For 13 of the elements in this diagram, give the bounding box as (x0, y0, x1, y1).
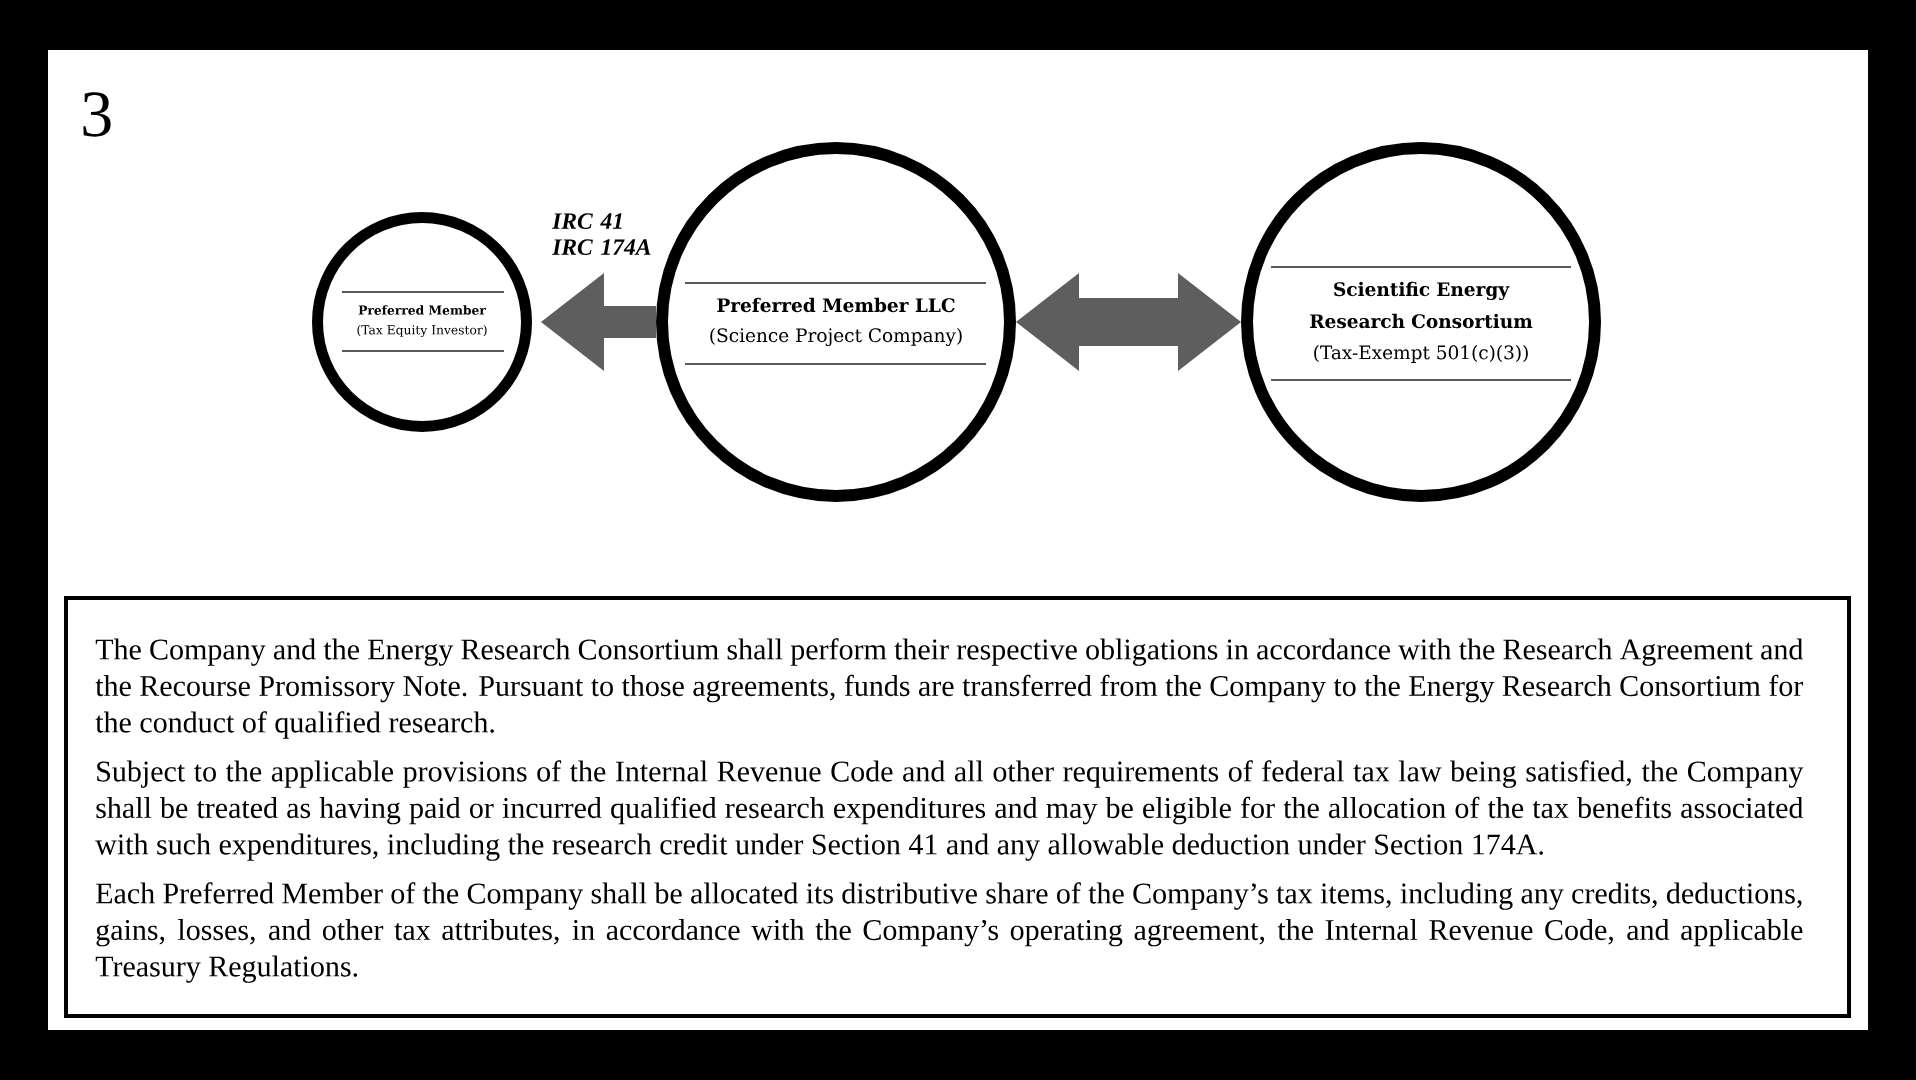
paragraph: The Company and the Energy Research Consortium shall perform their respective obligations in accordance with the Research Agreement and the Recourse Promissory Note. Pursuant to those agreements, funds are transferred from the Company to the Energy Research Consortium for the conduct of qualified research. (95, 638, 1804, 739)
entity-name: Scientific Energy Research Consortium (1310, 281, 1533, 329)
arrow (541, 273, 656, 371)
entity-name: Preferred Member (358, 305, 486, 315)
double-arrow (1016, 273, 1241, 371)
entity-name: Preferred Member LLC (717, 297, 955, 313)
paragraph: Subject to the applicable provisions of the Internal Revenue Code and all other requirements of federal tax law being satisfied, the Company shall be treated as having paid or incurred qualified research expenditures and may be eligible for the allocation of the tax benefits associated with such expenditures, including the research credit under Section 41 and any allowable deduction under Section 174A. (95, 760, 1804, 861)
entity-type: (Tax-Exempt 501(c)(3)) (1314, 345, 1528, 363)
entity-type: (Science Project Company) (710, 327, 962, 347)
entity-type: (Tax Equity Investor) (357, 324, 487, 338)
edge-label: IRC 41 IRC 174A (551, 213, 657, 255)
paragraph: Each Preferred Member of the Company shall be allocated its distributive share of the Company’s tax items, including any credits, deductions, gains, losses, and other tax attributes, in accordance with the Company’s operating agreement, the Internal Revenue Code, and applicable Treasury Regulations. (95, 882, 1803, 983)
page-number: 3 (83, 92, 111, 137)
